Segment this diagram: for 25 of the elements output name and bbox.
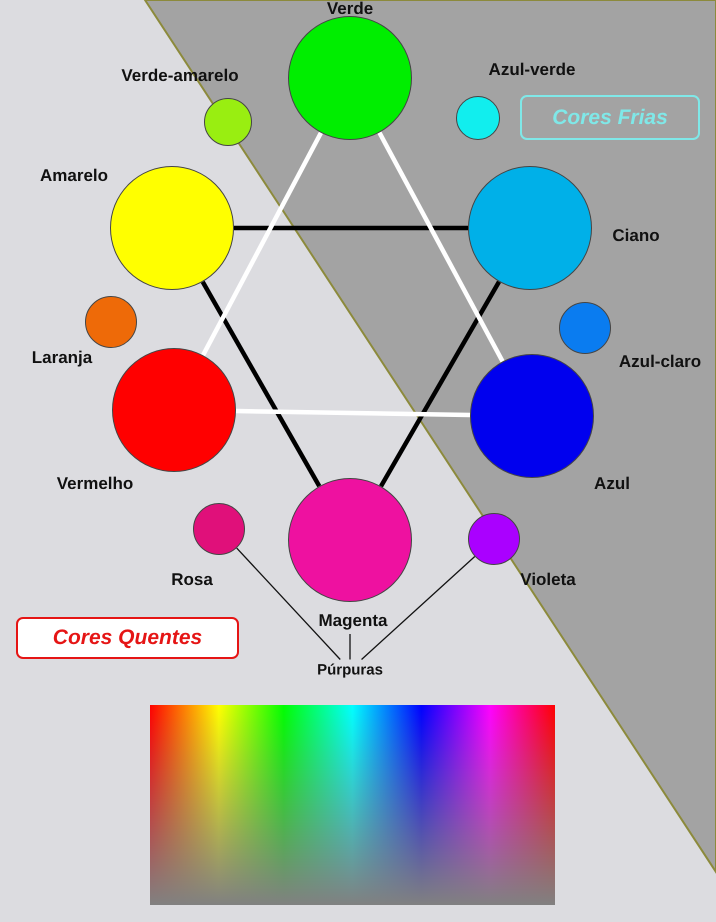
color-name: Rosa <box>171 570 213 590</box>
leader-line <box>361 556 476 660</box>
connector-line <box>379 280 501 488</box>
color-name: Verde <box>326 0 374 19</box>
color-name: Vermelho <box>56 474 134 494</box>
connector-line <box>236 408 470 418</box>
color-name: Magenta <box>318 611 388 631</box>
color-name: Laranja <box>32 348 92 368</box>
leader-line <box>236 548 341 660</box>
color-name: Amarelo <box>40 166 108 186</box>
color-circle <box>193 503 245 555</box>
color-name: Azul <box>594 474 630 494</box>
color-name: Azul-claro <box>618 352 702 372</box>
color-name: Ciano <box>612 226 660 246</box>
connector-line <box>200 280 322 488</box>
connector-line <box>377 132 505 362</box>
group-label: Púrpuras <box>317 662 383 678</box>
color-name: Azul-verde <box>488 60 576 80</box>
connector-line <box>201 132 323 356</box>
connector-line <box>234 226 468 230</box>
color-circle <box>468 513 520 565</box>
leader-line <box>349 634 351 660</box>
group-tag: Cores Quentes <box>16 617 239 659</box>
color-circle <box>85 296 137 348</box>
group-tag: Cores Frias <box>520 95 700 140</box>
